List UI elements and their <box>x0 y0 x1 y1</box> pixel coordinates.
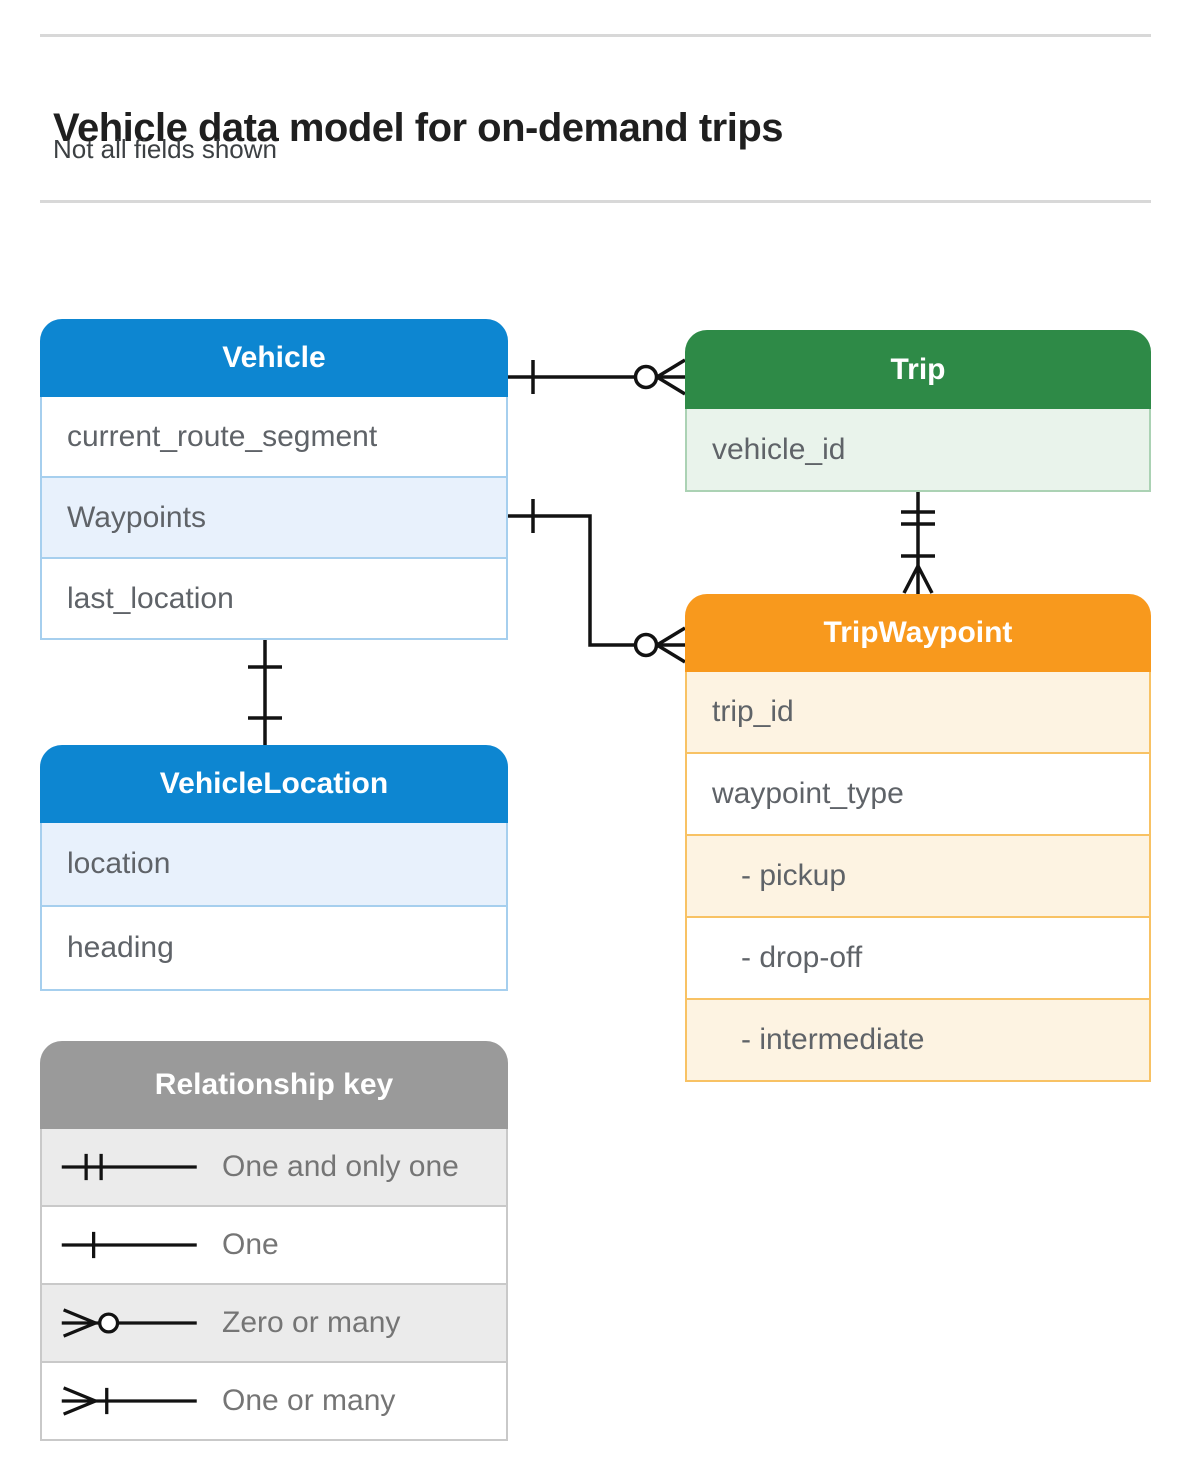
entity-tripwaypoint-title: TripWaypoint <box>685 594 1151 672</box>
header-divider <box>40 200 1151 203</box>
field-waypoint-type-intermediate: - intermediate <box>687 998 1149 1080</box>
legend-item-one-or-many: One or many <box>42 1361 506 1439</box>
zero-or-many-icon <box>61 1308 197 1338</box>
entity-vehiclelocation: VehicleLocation location heading <box>40 745 508 991</box>
legend-item-zero-or-many: Zero or many <box>42 1283 506 1361</box>
legend-label: One <box>222 1228 279 1261</box>
field-waypoint-type-pickup: - pickup <box>687 834 1149 916</box>
field-waypoint-type-drop-off: - drop-off <box>687 916 1149 998</box>
entity-vehicle-title: Vehicle <box>40 319 508 397</box>
field-heading: heading <box>42 905 506 989</box>
top-divider <box>40 34 1151 37</box>
entity-trip-title: Trip <box>685 330 1151 409</box>
one-or-many-icon <box>61 1386 197 1416</box>
field-trip-id: trip_id <box>687 672 1149 752</box>
entity-trip: Trip vehicle_id <box>685 330 1151 492</box>
connector-waypoints-tripwaypoint <box>508 499 686 664</box>
field-last-location: last_location <box>42 557 506 638</box>
page-subtitle: Not all fields shown <box>53 134 277 164</box>
connector-vehicle-vehiclelocation <box>248 634 282 745</box>
legend-item-one-and-only-one: One and only one <box>42 1129 506 1205</box>
entity-vehicle: Vehicle current_route_segment Waypoints … <box>40 319 508 640</box>
legend-label: One or many <box>222 1384 396 1417</box>
field-waypoint-type: waypoint_type <box>687 752 1149 834</box>
legend-label: Zero or many <box>222 1306 401 1339</box>
entity-vehiclelocation-title: VehicleLocation <box>40 745 508 823</box>
entity-tripwaypoint: TripWaypoint trip_id waypoint_type - pic… <box>685 594 1151 1082</box>
legend-item-one: One <box>42 1205 506 1283</box>
legend-label: One and only one <box>222 1150 459 1183</box>
relationship-key-title: Relationship key <box>40 1041 508 1129</box>
connector-trip-tripwaypoint <box>901 490 935 594</box>
field-location: location <box>42 823 506 905</box>
field-current-route-segment: current_route_segment <box>67 419 378 453</box>
connector-vehicle-trip <box>508 358 686 396</box>
one-icon <box>61 1231 197 1259</box>
field-vehicle-id: vehicle_id <box>687 409 1149 490</box>
relationship-key: Relationship key One and only one One Ze… <box>40 1041 508 1441</box>
one-and-only-one-icon <box>61 1153 197 1181</box>
page-title: Vehicle data model for on-demand trips <box>53 105 784 150</box>
field-waypoints: Waypoints <box>42 476 506 557</box>
